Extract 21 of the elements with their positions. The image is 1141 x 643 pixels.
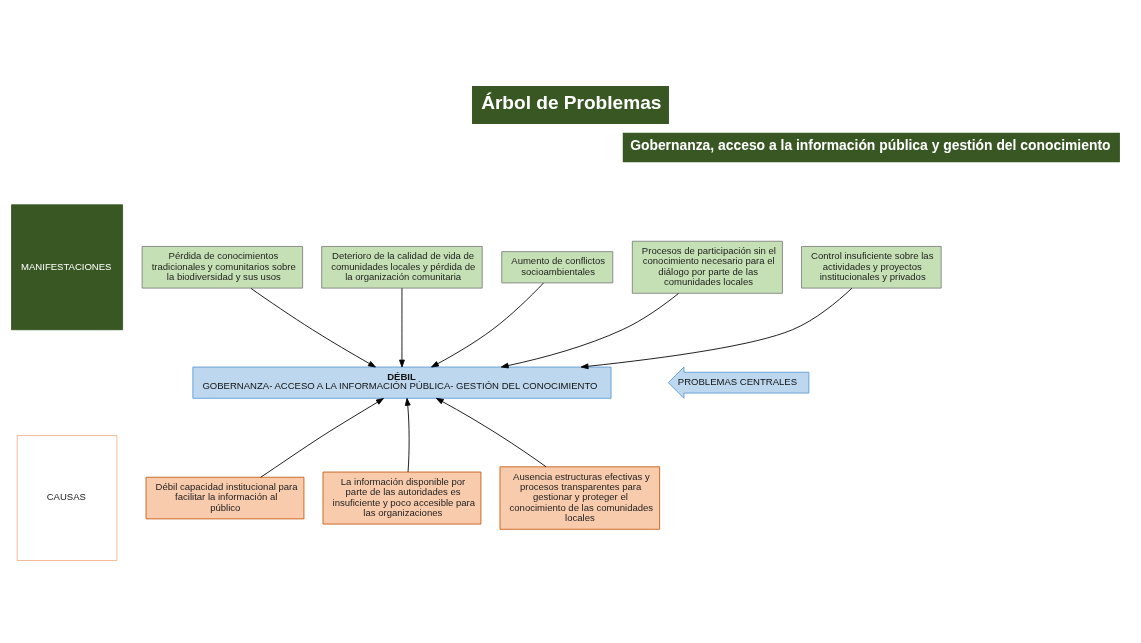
- arrow: [404, 397, 411, 473]
- node-box: CAUSAS: [16, 435, 118, 561]
- node-box: Deterioro de la calidad de vida de comunidades locales y pérdida de la organización comunitaria: [321, 246, 483, 289]
- arrow: [500, 293, 679, 369]
- arrow: [431, 282, 544, 368]
- node-box: Aumento de conflictos socioambientales: [501, 251, 614, 284]
- node-box: La información disponible por parte de las autoridades es insuficiente y poco accesible para las organizaciones: [322, 471, 482, 525]
- node-box: Procesos de participación sin el conocimiento necesario para el diálogo por parte de las comunidades locales: [631, 240, 783, 294]
- node-box: DÉBIL GOBERNANZA- ACCESO A LA INFORMACIÓN PÚBLICA- GESTIÓN DEL CONOCIMIENTO: [192, 366, 612, 399]
- arrow: [580, 287, 853, 370]
- arrow: [435, 397, 547, 468]
- arrow: [260, 398, 384, 478]
- node-box: Pérdida de conocimientos tradicionales y comunitarios sobre la biodiversidad y sus usos: [141, 246, 304, 289]
- node-box: MANIFESTACIONES: [11, 204, 124, 331]
- node-box: Débil capacidad institucional para facilitar la información al público: [145, 476, 305, 520]
- label: Gobernanza, acceso a la información pública y gestión del conocimiento: [630, 136, 1111, 153]
- arrow: [250, 287, 376, 368]
- arrow: [399, 287, 405, 368]
- node-box: Control insuficiente sobre las actividades y proyectos institucionales y privados: [801, 246, 942, 289]
- node-box: Ausencia estructuras efectivas y procesos transparentes para gestionar y proteger el conocimiento de las comunidades locales: [499, 466, 661, 530]
- diagram-title: Árbol de Problemas: [481, 92, 662, 114]
